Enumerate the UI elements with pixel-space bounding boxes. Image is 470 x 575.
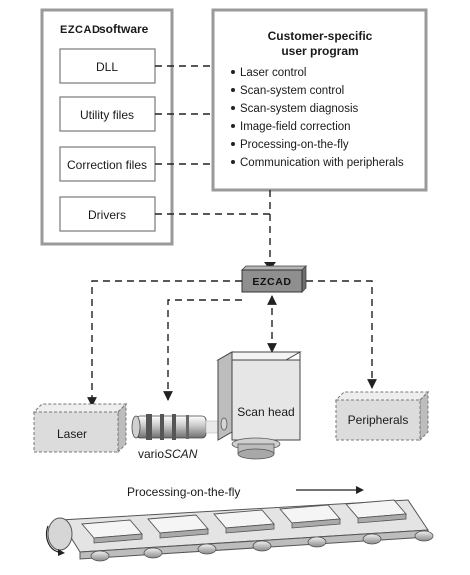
scan-head-input-port (220, 417, 228, 431)
laser-device: Laser (32, 402, 128, 454)
peripherals-label: Peripherals (348, 413, 409, 427)
program-item: Processing-on-the-fly (240, 139, 349, 151)
controller-label: EZCAD (252, 276, 291, 288)
laser-label: Laser (57, 427, 87, 441)
software-brand: EZCAD (60, 24, 100, 36)
link-laser (87, 280, 242, 407)
roller (197, 543, 217, 555)
varioscan-label-suffix: SCAN (164, 447, 198, 461)
roller (414, 530, 434, 542)
roller (307, 536, 327, 548)
varioscan-device: varioSCAN (131, 414, 221, 461)
roller (90, 550, 110, 562)
scan-head-label: Scan head (237, 405, 294, 419)
roller (252, 540, 272, 552)
conveyor: Processing-on-the-fly (45, 485, 434, 562)
roller (362, 533, 382, 545)
workpiece (213, 509, 275, 534)
ezcad-controller: EZCAD (241, 265, 307, 293)
varioscan-label-prefix: vario (138, 447, 164, 461)
user-program-title-line1: Customer-specific (268, 29, 373, 43)
software-title: software (99, 22, 149, 36)
ezcad-software-panel: EZCAD software DLL Utility files Correct… (40, 8, 174, 246)
correction-files-label: Correction files (67, 158, 147, 172)
user-program-panel: Customer-specific user program Laser con… (211, 8, 428, 192)
program-item: Image-field correction (240, 121, 351, 133)
belt-end-roll (47, 517, 73, 551)
user-program-frame (211, 8, 428, 192)
rotation-arrow-icon (58, 549, 65, 556)
program-item: Communication with peripherals (240, 157, 404, 169)
controller-links (87, 280, 377, 407)
roller (143, 547, 163, 559)
laser-box (33, 411, 119, 453)
workpiece (81, 519, 143, 544)
scan-head-device: Scan head (216, 351, 302, 460)
peripherals-box (335, 399, 421, 441)
link-varioscan (163, 299, 242, 401)
utility-files-label: Utility files (80, 108, 134, 122)
bullet-icon (231, 142, 235, 146)
dll-box (59, 48, 156, 84)
software-links (155, 65, 276, 270)
program-item: Laser control (240, 67, 306, 79)
workpiece (279, 504, 341, 529)
utility-files-box (59, 96, 156, 132)
dll-label: DLL (96, 60, 118, 74)
user-program-title-line2: user program (281, 44, 358, 58)
program-item: Scan-system control (240, 85, 344, 97)
bullet-icon (231, 106, 235, 110)
workpiece (147, 514, 209, 539)
peripherals-device: Peripherals (334, 390, 430, 442)
svg-text:varioSCAN: varioSCAN (138, 447, 198, 461)
scan-head-box (231, 359, 301, 441)
drivers-box (59, 196, 156, 232)
program-item: Scan-system diagnosis (240, 103, 358, 115)
bullet-icon (231, 124, 235, 128)
bullet-icon (231, 70, 235, 74)
direction-arrow-icon (356, 486, 364, 494)
workpiece (345, 499, 407, 524)
conveyor-label: Processing-on-the-fly (127, 485, 240, 499)
bullet-icon (231, 88, 235, 92)
link-peripherals (306, 280, 377, 389)
drivers-label: Drivers (88, 208, 126, 222)
bullet-icon (231, 160, 235, 164)
